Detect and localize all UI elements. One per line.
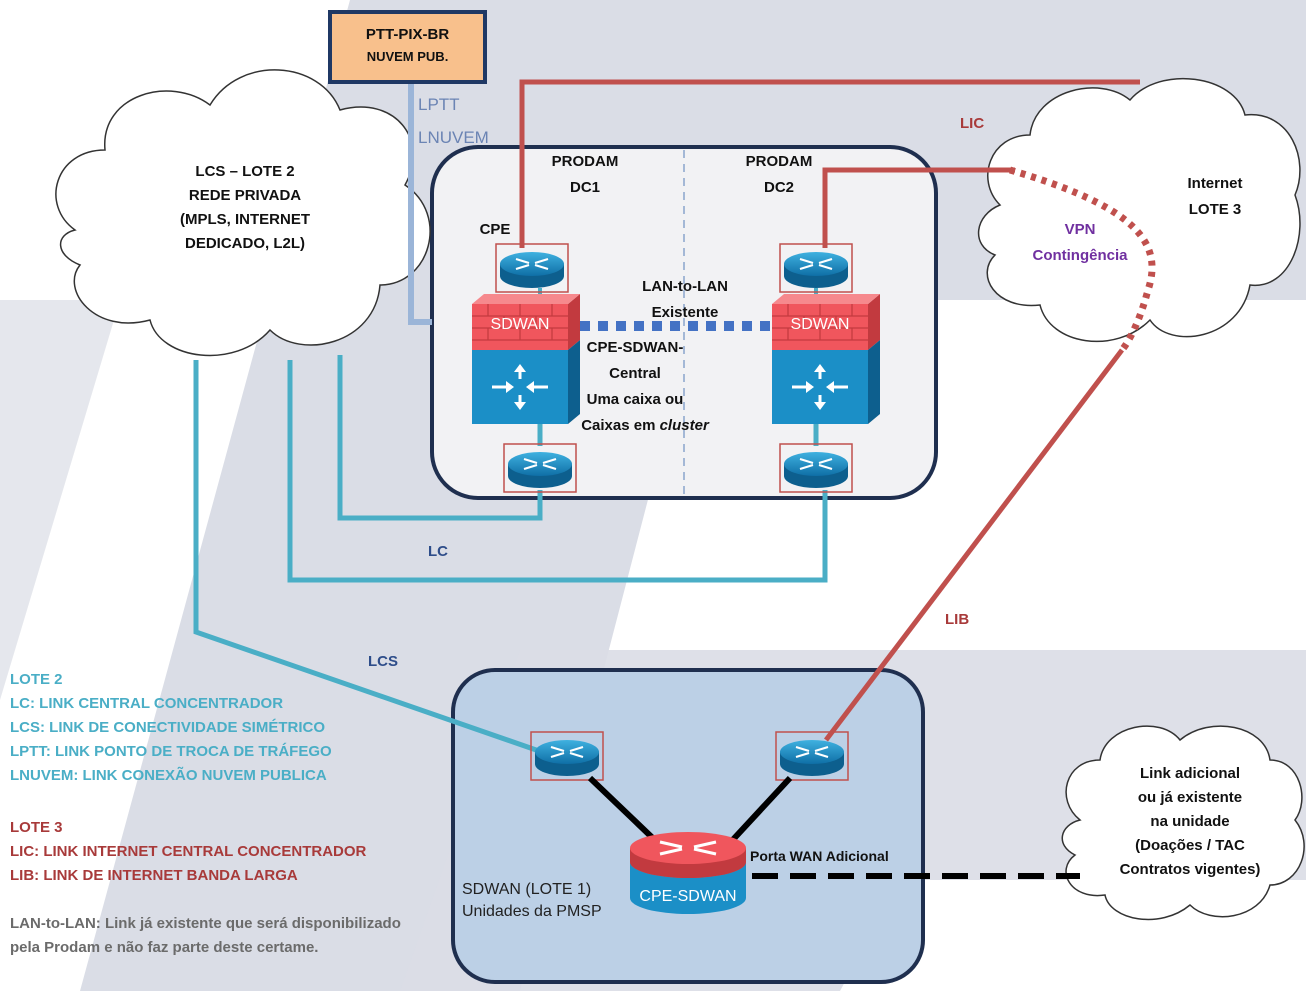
cloud-lcs-line3: (MPLS, INTERNET bbox=[180, 211, 310, 228]
cpe-sdwan-device bbox=[630, 832, 746, 914]
lib-link bbox=[824, 348, 1124, 742]
dc1-line2: DC1 bbox=[569, 179, 600, 196]
cpe-sdwan-label: CPE-SDWAN bbox=[639, 888, 737, 905]
adicional-line4: (Doações / TAC bbox=[1135, 837, 1245, 854]
ptt-line1: PTT-PIX-BR bbox=[365, 26, 450, 43]
lan-to-lan-line2: Existente bbox=[651, 304, 719, 321]
adicional-line1: Link adicional bbox=[1139, 765, 1241, 782]
legend-lote3-item2: LIB: LINK DE INTERNET BANDA LARGA bbox=[10, 867, 298, 884]
legend-lote2-item4: LNUVEM: LINK CONEXÃO NUVEM PUBLICA bbox=[10, 767, 327, 784]
unit-line2: Unidades da PMSP bbox=[462, 903, 602, 920]
vpn-line1: VPN bbox=[1064, 221, 1096, 238]
dc1-cpe-label: CPE bbox=[479, 221, 511, 238]
adicional-line2: ou já existente bbox=[1137, 789, 1243, 806]
unit-link-left bbox=[587, 775, 663, 848]
lptt-link bbox=[408, 82, 432, 325]
internet-line1: Internet bbox=[1187, 175, 1243, 192]
lan-to-lan-line1: LAN-to-LAN bbox=[642, 278, 728, 295]
lnuvem-label: LNUVEM bbox=[418, 128, 489, 147]
legend-lote3-title: LOTE 3 bbox=[10, 819, 63, 836]
legend-note: LAN-to-LAN: Link já existente que será d… bbox=[10, 915, 401, 956]
cloud-lcs-line4: DEDICADO, L2L) bbox=[185, 235, 305, 252]
cloud-internet-lote3 bbox=[978, 77, 1301, 343]
unit-container bbox=[451, 668, 925, 984]
cpe-central-line4-italic: cluster bbox=[659, 417, 709, 434]
legend-lote2-item1: LC: LINK CENTRAL CONCENTRADOR bbox=[10, 695, 284, 712]
cloud-lcs-text: LCS – LOTE 2 REDE PRIVADA (MPLS, INTERNE… bbox=[140, 160, 350, 256]
legend-lote2-item3: LPTT: LINK PONTO DE TROCA DE TRÁFEGO bbox=[10, 743, 332, 760]
lic-label: LIC bbox=[960, 115, 985, 132]
dc2-line1: PRODAM bbox=[745, 153, 813, 170]
cpe-central-line4: Caixas em cluster bbox=[560, 416, 730, 436]
cpe-central-line2: Central bbox=[609, 365, 661, 382]
cpe-central-line4-prefix: Caixas em bbox=[581, 417, 660, 434]
cpe-central-line1: CPE-SDWAN- bbox=[586, 339, 684, 356]
internet-line2: LOTE 3 bbox=[1188, 201, 1242, 218]
lcs-link bbox=[193, 360, 543, 755]
dc2-line2: DC2 bbox=[763, 179, 794, 196]
cpe-central-line3: Uma caixa ou bbox=[586, 391, 684, 408]
adicional-line3: na unidade bbox=[1150, 813, 1230, 830]
unit-line1: SDWAN (LOTE 1) bbox=[462, 881, 592, 898]
legend-lote3-item1: LIC: LINK INTERNET CENTRAL CONCENTRADOR bbox=[10, 843, 367, 860]
ptt-pix-br-box bbox=[328, 10, 487, 84]
cloud-lcs-lote2 bbox=[55, 69, 431, 357]
lc-link-dc2 bbox=[287, 360, 828, 583]
cloud-lcs-line2: REDE PRIVADA bbox=[188, 187, 302, 204]
legend-lote2-title: LOTE 2 bbox=[10, 671, 63, 688]
dc1-line1: PRODAM bbox=[551, 153, 619, 170]
lptt-label: LPTT bbox=[418, 95, 460, 114]
lcs-label: LCS bbox=[368, 653, 398, 670]
sdwan-label-dc1: SDWAN bbox=[490, 316, 550, 333]
sdwan-label-dc2: SDWAN bbox=[790, 316, 850, 333]
adicional-line5: Contratos vigentes) bbox=[1119, 861, 1261, 878]
unit-link-right bbox=[725, 775, 793, 848]
cloud-lcs-line1: LCS – LOTE 2 bbox=[195, 163, 295, 180]
lc-label: LC bbox=[428, 543, 448, 560]
cloud-link-adicional bbox=[1061, 725, 1305, 921]
lic-link-dc2 bbox=[822, 167, 1015, 248]
lib-label: LIB bbox=[945, 611, 970, 628]
sdwan-firewall-dc1 bbox=[470, 292, 582, 426]
vpn-line2: Contingência bbox=[1032, 247, 1128, 264]
lc-link-dc1 bbox=[337, 355, 543, 521]
ptt-line2: NUVEM PUB. bbox=[366, 49, 449, 64]
porta-wan-label: Porta WAN Adicional bbox=[750, 848, 889, 864]
sdwan-firewall-dc2 bbox=[770, 292, 882, 426]
lic-link-dc1 bbox=[519, 79, 1140, 248]
cloud-adicional-text: Link adicional ou já existente na unidad… bbox=[1100, 762, 1280, 882]
legend-lote2-item2: LCS: LINK DE CONECTIVIDADE SIMÉTRICO bbox=[10, 719, 326, 736]
